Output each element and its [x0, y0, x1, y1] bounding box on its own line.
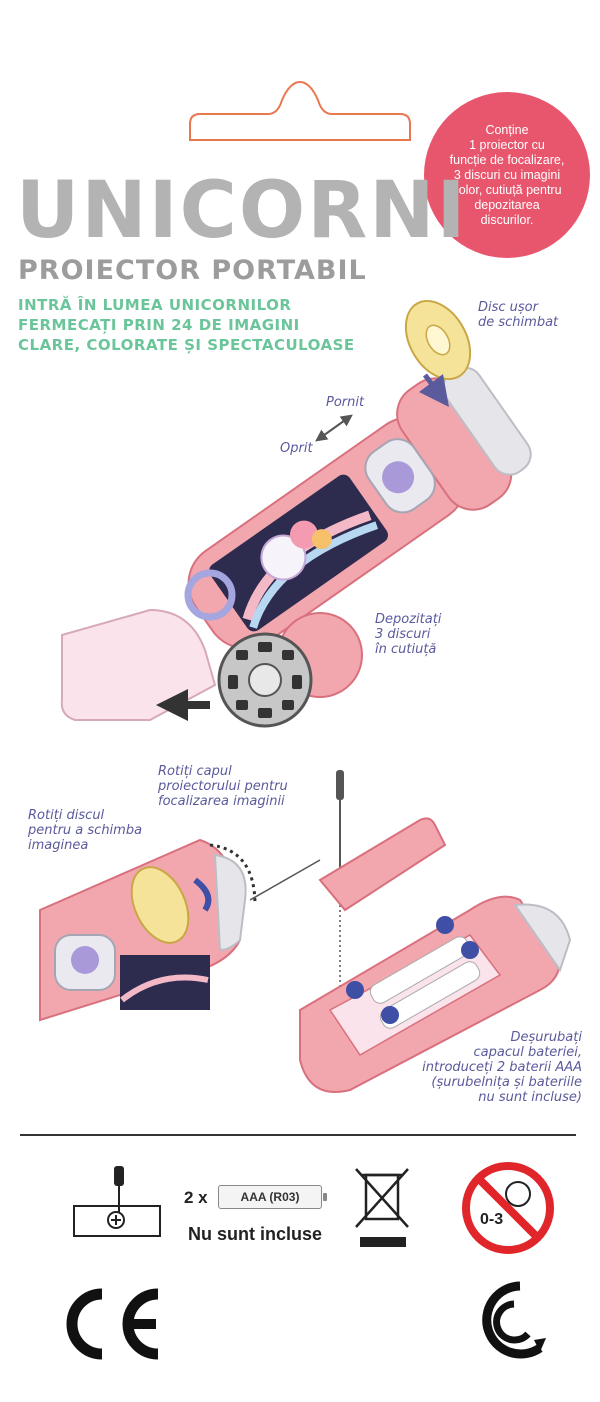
- note-line: Depozitați: [375, 612, 442, 627]
- note-line: Disc ușor: [478, 300, 538, 315]
- usage-illustration: [39, 770, 572, 1093]
- divider: [20, 1134, 576, 1136]
- contents-badge: Conține 1 proiector cu funcție de focali…: [424, 92, 590, 258]
- note-line: introduceți 2 baterii AAA: [422, 1060, 582, 1075]
- store-discs-note: Depozitați 3 discuri în cutiuță: [375, 612, 441, 657]
- hang-tab-outline: [189, 80, 411, 141]
- battery-instructions-note: Deșurubați capacul bateriei, introduceți…: [400, 1030, 582, 1105]
- note-line: Deșurubați: [510, 1030, 582, 1045]
- weee-bin-icon: [355, 1168, 409, 1247]
- screwdriver-compartment-icon: [73, 1166, 161, 1237]
- note-line: Rotiți capul: [158, 764, 232, 779]
- age-label: 0-3: [480, 1211, 503, 1228]
- note-line: capacul bateriei,: [473, 1045, 582, 1060]
- badge-line: discurilor.: [480, 212, 534, 227]
- ce-mark-icon: [66, 1288, 159, 1360]
- badge-line: color, cutiuță pentru: [452, 182, 562, 197]
- note-line: pentru a schimba: [28, 823, 143, 838]
- badge-line: 3 discuri cu imagini: [453, 167, 561, 182]
- rotate-head-note: Rotiți capul proiectorului pentru focali…: [158, 764, 288, 809]
- battery-count: 2 x: [184, 1188, 208, 1207]
- disc-icon: [404, 300, 472, 380]
- badge-line: 1 proiector cu: [469, 137, 545, 152]
- tagline-line: INTRĂ ÎN LUMEA UNICORNILOR: [18, 296, 292, 314]
- note-line: imaginea: [28, 838, 89, 853]
- tagline-line: FERMECAȚI PRIN 24 DE IMAGINI: [18, 316, 300, 334]
- note-line: nu sunt incluse): [478, 1090, 582, 1105]
- note-line: (șurubelnița și bateriile: [431, 1075, 582, 1090]
- note-line: focalizarea imaginii: [158, 794, 285, 809]
- batteries-not-included: Nu sunt incluse: [188, 1224, 323, 1244]
- age-warning-icon: 0-3: [462, 1162, 554, 1254]
- rotate-disc-note: Rotiți discul pentru a schimba imaginea: [28, 808, 142, 853]
- battery-type-icon: AAA (R03): [218, 1185, 327, 1209]
- tagline-line: CLARE, COLORATE ȘI SPECTACULOASE: [18, 336, 355, 354]
- badge-line: Conține: [485, 122, 529, 137]
- product-title: UNICORNI: [16, 166, 468, 256]
- product-subtitle: PROIECTOR PORTABIL: [18, 255, 367, 286]
- badge-line: funcție de focalizare,: [449, 152, 565, 167]
- note-line: 3 discuri: [375, 627, 431, 642]
- on-label: Pornit: [326, 395, 365, 410]
- tagline: INTRĂ ÎN LUMEA UNICORNILOR FERMECAȚI PRI…: [18, 295, 355, 355]
- note-line: în cutiuță: [375, 642, 437, 657]
- recycling-mark-icon: [482, 1281, 546, 1359]
- projector-illustration: [60, 300, 532, 728]
- note-line: de schimbat: [478, 315, 559, 330]
- off-label: Oprit: [280, 441, 313, 456]
- badge-line: depozitarea: [474, 197, 540, 212]
- note-line: proiectorului pentru: [158, 779, 288, 794]
- note-line: Rotiți discul: [28, 808, 105, 823]
- disc-change-note: Disc ușor de schimbat: [478, 300, 558, 330]
